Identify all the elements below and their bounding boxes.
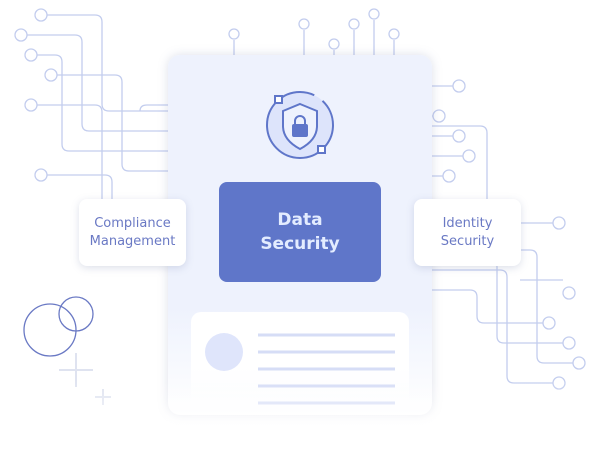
left-circuits <box>14 8 170 200</box>
identity-line2: Security <box>440 233 495 249</box>
data-security-line1: Data <box>277 210 323 230</box>
right-circuits <box>430 79 586 390</box>
shield-lock-icon <box>266 91 334 159</box>
plus-icon <box>59 353 111 405</box>
avatar-placeholder <box>205 333 243 371</box>
top-circuits <box>228 8 400 56</box>
decor-circles <box>23 296 94 357</box>
data-security-line2: Security <box>260 234 340 254</box>
identity-line1: Identity <box>442 215 493 231</box>
document-placeholder <box>205 333 395 405</box>
bottom-fade <box>0 380 600 450</box>
compliance-line2: Management <box>89 233 176 249</box>
compliance-line1: Compliance <box>94 215 171 231</box>
